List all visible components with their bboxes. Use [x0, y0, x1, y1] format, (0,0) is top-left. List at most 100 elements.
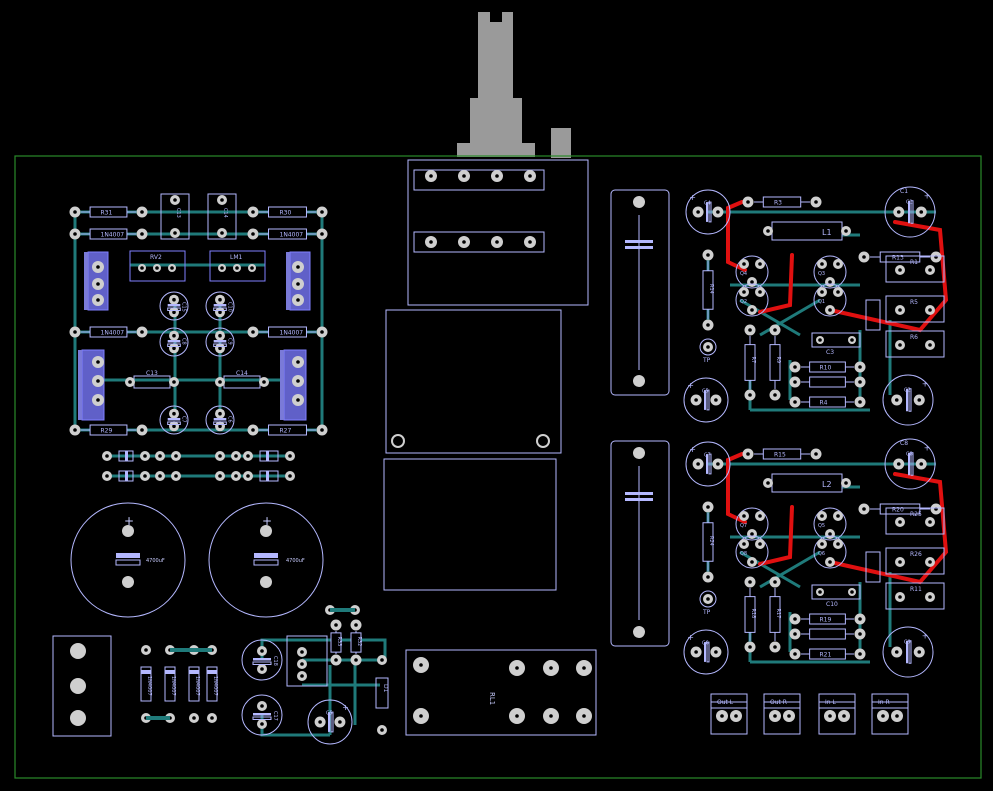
pad-hole [928, 343, 932, 347]
resistor-label: R30 [280, 210, 292, 217]
capacitor-plate [706, 202, 708, 222]
pad-hole [750, 308, 754, 312]
pad-hole [334, 658, 338, 662]
capacitor-label: C8 [900, 440, 908, 447]
pad-hole [734, 714, 738, 718]
test-point-label: TP [702, 357, 711, 364]
pad-hole [881, 714, 885, 718]
transistor-outline [735, 283, 769, 317]
capacitor-plate [328, 712, 330, 732]
pad-hole [515, 666, 519, 670]
pad-hole [296, 282, 300, 286]
pad-hole [917, 650, 922, 654]
transistor-label: Q2 [740, 299, 747, 305]
transformer-body [383, 458, 557, 591]
pad-hole [773, 393, 777, 397]
pad-hole [320, 210, 324, 214]
pad-hole [714, 398, 718, 402]
pad-hole [495, 240, 499, 244]
pad-hole [128, 380, 132, 384]
capacitor-outline [884, 438, 936, 490]
pad-hole [742, 542, 746, 546]
transistor-label: Q3 [818, 271, 825, 277]
capacitor-outline [683, 377, 729, 423]
diode-body [206, 666, 218, 702]
diode-band [125, 451, 128, 461]
pad-hole [858, 400, 862, 404]
pad-hole [380, 658, 384, 662]
relay-outline [405, 649, 597, 736]
pad-hole [862, 507, 866, 511]
pad-hole [73, 232, 77, 236]
pad-hole [836, 542, 840, 546]
resistor-body [744, 344, 756, 381]
diode-body [140, 666, 152, 702]
mount-hole [536, 434, 550, 448]
pad-hole [172, 297, 176, 302]
pad-hole [793, 380, 797, 384]
pad-hole [96, 360, 100, 364]
diode-body [188, 666, 200, 702]
film-cap [160, 193, 190, 240]
pad-hole [773, 714, 777, 718]
regulator [129, 250, 186, 282]
pad-hole [96, 398, 100, 402]
diode-body [865, 299, 881, 331]
pad-hole [218, 411, 222, 416]
pad-hole [773, 645, 777, 649]
polarity-mark: + [922, 379, 929, 388]
transistor-outline [813, 535, 847, 569]
diode-band [141, 670, 151, 674]
pad-hole [896, 210, 901, 214]
connector-body [763, 701, 801, 735]
pad-hole [917, 398, 922, 402]
capacitor-plate [213, 340, 227, 343]
pad-hole [300, 662, 304, 666]
resistor-body [268, 326, 307, 338]
pad-hole [706, 323, 710, 327]
pad-hole [828, 560, 832, 564]
capacitor-outline [882, 626, 934, 678]
resistor-body [268, 228, 307, 240]
pad-hole [895, 714, 899, 718]
pad-hole [174, 454, 178, 458]
pad-hole [898, 308, 902, 312]
pad-hole [928, 520, 932, 524]
pad-hole [96, 298, 100, 302]
io-connector: In L [818, 693, 856, 735]
resistor-label: R13 [892, 255, 904, 262]
diode-body [164, 666, 176, 702]
heatsink-tab [84, 252, 88, 310]
resistor-box [885, 295, 945, 323]
pad-hole [251, 210, 255, 214]
inductor-label: L2 [822, 480, 832, 489]
pad-hole [73, 210, 77, 214]
big-cap-value: 4700uF [286, 558, 305, 564]
pad-hole [73, 330, 77, 334]
resistor-label: R4 [820, 400, 828, 407]
transistor-outline [813, 507, 847, 541]
pad-hole [429, 240, 433, 244]
pad-hole [793, 632, 797, 636]
pad-hole [192, 716, 196, 720]
capacitor-label: C14 [236, 370, 248, 377]
capacitor-label: C9 [226, 338, 232, 345]
capacitor-plate [706, 641, 710, 663]
pad-hole [898, 560, 902, 564]
io-connector: Out R [763, 693, 801, 735]
pad-hole [172, 424, 176, 429]
pad-hole [928, 560, 932, 564]
pad-hole [748, 328, 752, 332]
resistor-label: R15 [774, 452, 786, 459]
pad-hole [582, 666, 586, 670]
pad-hole [706, 575, 710, 579]
resistor-body [809, 376, 846, 388]
connector-body [818, 701, 856, 735]
pad-hole [260, 722, 264, 726]
heatsink-tab [78, 350, 82, 420]
pad-hole [96, 265, 100, 269]
pad-hole [706, 253, 710, 257]
test-point-ring [699, 338, 717, 356]
